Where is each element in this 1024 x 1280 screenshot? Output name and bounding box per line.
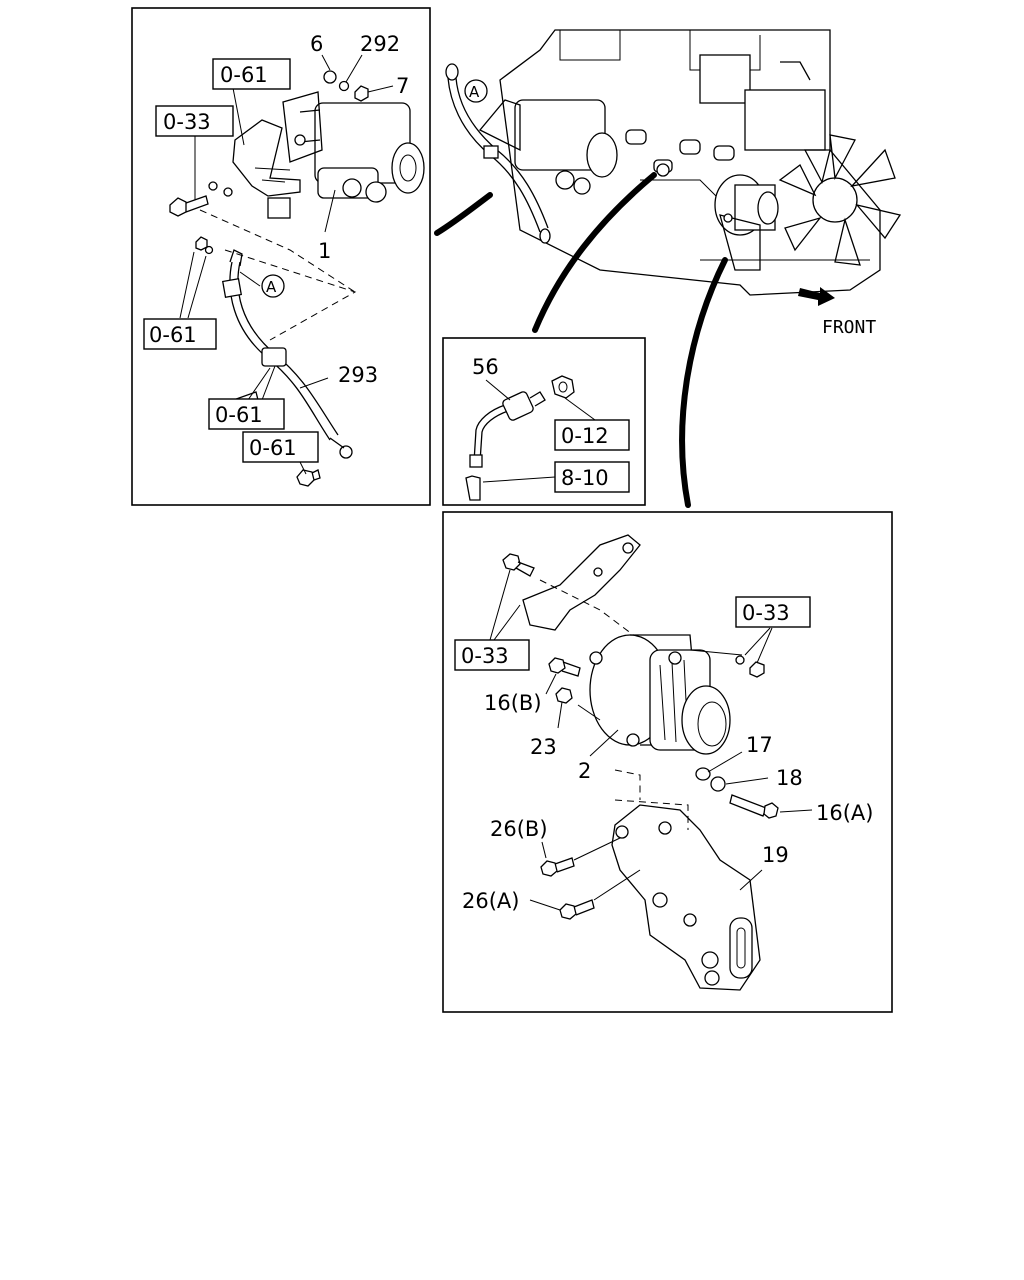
- engine-block: [499, 29, 881, 296]
- engine-starter: [478, 99, 618, 195]
- washer-17: [695, 767, 711, 781]
- ref-box-0-33-alt-left: [454, 639, 530, 671]
- label-19: 19: [762, 843, 789, 867]
- alternator-panel: [442, 511, 893, 1013]
- washer-6: [323, 70, 337, 84]
- ref-box-0-61-low: [208, 398, 285, 430]
- lock-washer-292: [338, 80, 350, 92]
- engine-cable: [445, 63, 551, 244]
- label-18: 18: [776, 766, 803, 790]
- label-56: 56: [472, 355, 499, 379]
- bracket-bolt: [502, 553, 535, 577]
- ref-8-10: 8-10: [561, 466, 609, 490]
- ref-box-0-61-mid: [143, 318, 217, 350]
- label-23: 23: [530, 735, 557, 759]
- ref-0-12: 0-12: [561, 424, 609, 448]
- label-292: 292: [360, 32, 400, 56]
- label-26a: 26(A): [462, 889, 519, 913]
- nut-23: [555, 687, 573, 704]
- starter-motor: [282, 91, 425, 203]
- bolt-26a: [559, 899, 595, 920]
- ring-18: [710, 776, 726, 792]
- fitting-0-12: [551, 375, 575, 399]
- callout-a-engine: [464, 79, 488, 103]
- starter-bolt-left: [169, 195, 209, 217]
- engine-alternator: [714, 174, 779, 271]
- label-6: 6: [310, 32, 323, 56]
- callout-a-left: [261, 274, 285, 298]
- label-7: 7: [396, 74, 409, 98]
- front-label: FRONT: [822, 317, 876, 338]
- ref-0-61-bottom: 0-61: [249, 436, 297, 460]
- label-26b: 26(B): [490, 817, 548, 841]
- ref-0-61-low: 0-61: [215, 403, 263, 427]
- washer-alt-right: [735, 655, 745, 665]
- ref-0-33-left: 0-33: [163, 110, 211, 134]
- alternator: [589, 634, 731, 755]
- washer-small-left: [204, 245, 214, 255]
- label-16a: 16(A): [816, 801, 873, 825]
- ref-box-0-33-alt-right: [735, 596, 811, 628]
- nut-alt-right: [749, 661, 765, 678]
- alternator-mount-bracket-19: [611, 804, 761, 991]
- ref-box-0-12: [554, 419, 630, 451]
- label-17: 17: [746, 733, 773, 757]
- label-293: 293: [338, 363, 378, 387]
- callout-a-engine-text: A: [469, 83, 480, 101]
- ref-0-61-mid: 0-61: [149, 323, 197, 347]
- ref-box-0-33-left: [155, 105, 234, 137]
- alternator-adjust-bracket: [522, 534, 641, 631]
- starter-cable-293: [221, 249, 353, 459]
- ref-box-0-61-top: [212, 58, 291, 90]
- nut-7: [354, 85, 369, 102]
- ref-0-61-top: 0-61: [220, 63, 268, 87]
- label-16b: 16(B): [484, 691, 542, 715]
- bolt-26b: [540, 857, 575, 877]
- cooling-fan: [778, 134, 902, 266]
- bolt-16a: [729, 794, 779, 819]
- ref-0-33-alt-left: 0-33: [461, 644, 509, 668]
- callout-a-left-text: A: [266, 278, 277, 296]
- oil-pressure-switch: [469, 391, 546, 468]
- ref-box-0-61-bottom: [242, 431, 319, 463]
- label-1: 1: [318, 239, 331, 263]
- label-2: 2: [578, 759, 591, 783]
- ref-0-33-alt-right: 0-33: [742, 601, 790, 625]
- starter-bracket: [208, 119, 301, 219]
- connector-8-10: [465, 475, 481, 501]
- front-arrow-icon: [798, 287, 835, 306]
- bolt-16b: [548, 657, 581, 677]
- ref-box-8-10: [554, 461, 630, 493]
